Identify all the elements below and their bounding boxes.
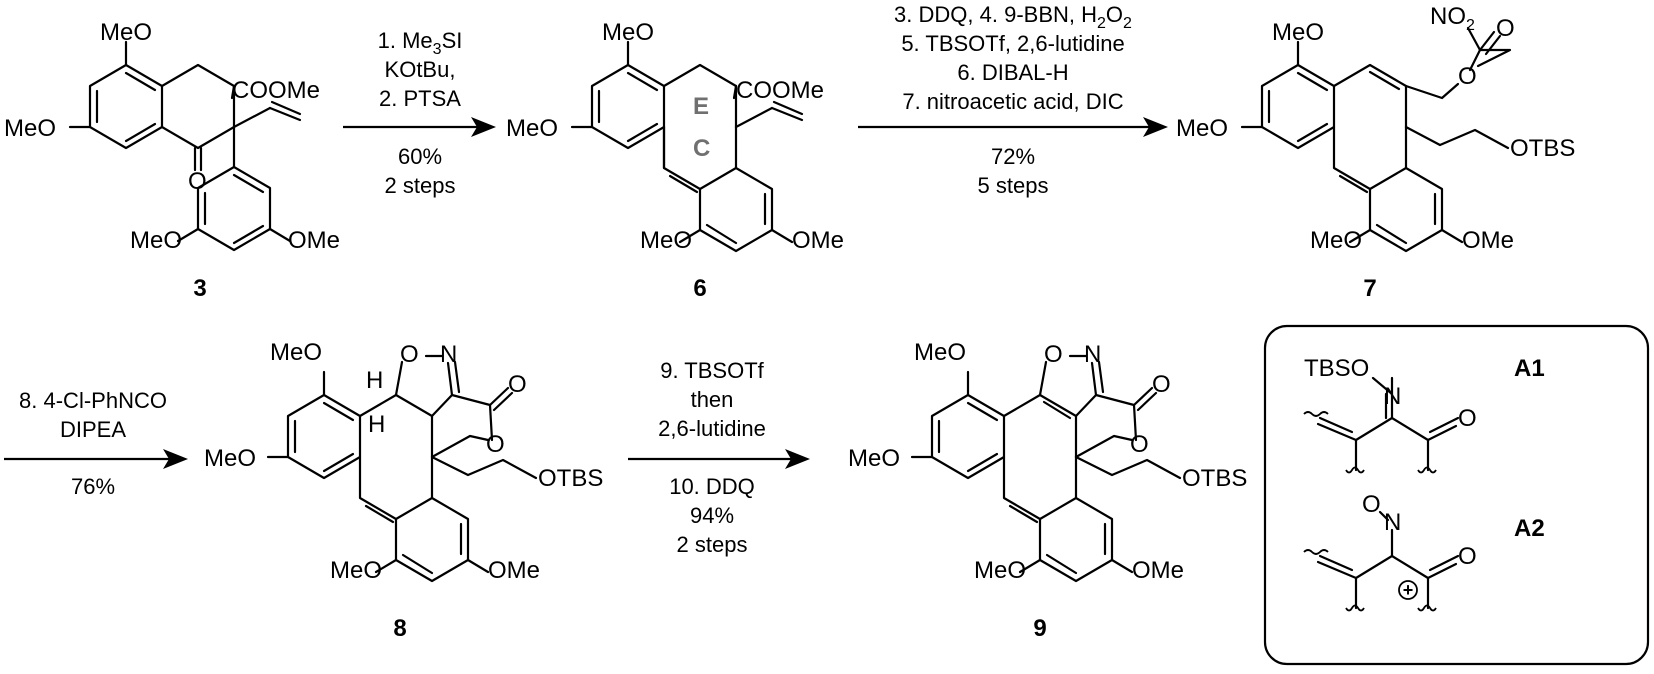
compound-3-carbonyl-o: O <box>188 168 207 195</box>
compound-7-ester-o: O <box>1458 63 1477 90</box>
compound-8-iso-n: N <box>440 341 457 368</box>
compound-8-meo-bottom: MeO <box>330 557 382 584</box>
compound-9-otbs: OTBS <box>1182 465 1247 492</box>
compound-3-label: 3 <box>193 275 206 302</box>
compound-6-ome-top: MeO <box>602 19 654 46</box>
compound-8-label: 8 <box>393 615 406 642</box>
a1-tbso: TBSO <box>1304 355 1369 382</box>
intermediate-a2: + O N O A2 <box>1303 491 1545 612</box>
arrow3-reagent-1: 8. 4-Cl-PhNCO <box>19 388 167 413</box>
arrow4-yield: 94% <box>690 503 734 528</box>
compound-8-h1: H <box>366 367 383 394</box>
compound-9-meo-bottom: MeO <box>974 557 1026 584</box>
intermediate-a1: TBSO N O A1 <box>1303 355 1545 474</box>
compound-8-ome-top: MeO <box>270 339 322 366</box>
compound-8-h2: H <box>368 411 385 438</box>
compound-9-meo-left: MeO <box>848 445 900 472</box>
arrow4-reagent-3: 2,6-lutidine <box>658 416 766 441</box>
compound-8-meo-left: MeO <box>204 445 256 472</box>
ring-e-label: E <box>693 93 709 120</box>
a2-charge: + <box>1403 580 1414 600</box>
arrow2-line4: 7. nitroacetic acid, DIC <box>902 89 1123 114</box>
a2-charge-circle <box>1398 580 1418 600</box>
arrow3-reagent-2: DIPEA <box>60 417 126 442</box>
arrow-step-9-10: 9. TBSOTf then 2,6-lutidine 10. DDQ 94% … <box>628 358 810 557</box>
compound-9-ome-bottom: OMe <box>1132 557 1184 584</box>
intermediates-box: TBSO N O A1 + O N O A2 <box>1263 324 1650 666</box>
compound-8-ome-bottom: OMe <box>488 557 540 584</box>
compound-7-structure: MeO MeO NO2 O O OTBS MeO OMe 7 <box>1176 3 1575 302</box>
compound-6-structure: MeO MeO COOMe MeO OMe E C 6 <box>506 19 844 302</box>
arrow2-yield: 72% <box>991 144 1035 169</box>
a1-n: N <box>1384 383 1401 410</box>
arrow4-reagent-1: 9. TBSOTf <box>660 358 764 383</box>
compound-6-ome-bottom: OMe <box>792 227 844 254</box>
compound-7-no2: NO2 <box>1430 3 1475 34</box>
arrow2-line3: 6. DIBAL-H <box>957 60 1068 85</box>
compound-7-otbs: OTBS <box>1510 135 1575 162</box>
compound-9-carbonyl-o: O <box>1152 371 1171 398</box>
arrow1-reagent-kotbu: KOtBu, <box>385 57 456 82</box>
compound-8-structure: MeO MeO H H O N O O OTBS MeO OMe 8 <box>204 339 603 642</box>
compound-3-meo-bottom: MeO <box>130 227 182 254</box>
compound-8-ester-o: O <box>486 431 505 458</box>
ring-c-label: C <box>693 135 710 162</box>
compound-3-structure: MeO MeO O COOMe MeO OMe 3 <box>4 19 340 302</box>
arrow-step-1-2: 1. Me3SI KOtBu, 2. PTSA 60% 2 steps <box>343 28 496 198</box>
compound-8-iso-o: O <box>400 341 419 368</box>
a1-label: A1 <box>1514 355 1545 382</box>
arrow1-yield: 60% <box>398 144 442 169</box>
compound-9-ome-top: MeO <box>914 339 966 366</box>
arrow1-reagent-ptsa: 2. PTSA <box>379 86 461 111</box>
compound-9-label: 9 <box>1033 615 1046 642</box>
compound-9-iso-o: O <box>1044 341 1063 368</box>
compound-3-meo-left: MeO <box>4 115 56 142</box>
compound-6-label: 6 <box>693 275 706 302</box>
compound-3-ome-top: MeO <box>100 19 152 46</box>
compound-9-structure: MeO MeO O N O O OTBS MeO OMe 9 <box>848 339 1247 642</box>
compound-7-meo-left: MeO <box>1176 115 1228 142</box>
arrow4-steps: 2 steps <box>677 532 748 557</box>
compound-7-carbonyl-o: O <box>1496 15 1515 42</box>
arrow4-reagent-2: then <box>691 387 734 412</box>
compound-3-ome-bottom: OMe <box>288 227 340 254</box>
compound-6-meo-bottom: MeO <box>640 227 692 254</box>
arrow2-line1: 3. DDQ, 4. 9-BBN, H2O2 <box>894 2 1132 32</box>
arrow1-me3si: 1. Me3SI <box>378 28 463 58</box>
compound-7-label: 7 <box>1363 275 1376 302</box>
compound-6-coome: COOMe <box>736 77 824 104</box>
compound-8-carbonyl-o: O <box>508 371 527 398</box>
arrow4-reagent-4: 10. DDQ <box>669 474 755 499</box>
a2-n: N <box>1384 509 1401 536</box>
arrow-step-8: 8. 4-Cl-PhNCO DIPEA 76% <box>4 388 188 499</box>
a1-o: O <box>1458 405 1477 432</box>
compound-3-coome: COOMe <box>232 77 320 104</box>
compound-7-ome-bottom: OMe <box>1462 227 1514 254</box>
compound-8-otbs: OTBS <box>538 465 603 492</box>
compound-9-ester-o: O <box>1130 431 1149 458</box>
a2-carbonyl-o: O <box>1458 543 1477 570</box>
arrow2-line2: 5. TBSOTf, 2,6-lutidine <box>901 31 1124 56</box>
compound-6-meo-left: MeO <box>506 115 558 142</box>
arrow3-yield: 76% <box>71 474 115 499</box>
compound-7-ome-top: MeO <box>1272 19 1324 46</box>
arrow1-steps: 2 steps <box>385 173 456 198</box>
arrow2-steps: 5 steps <box>978 173 1049 198</box>
a2-o: O <box>1362 491 1381 518</box>
arrow-step-3-7: 3. DDQ, 4. 9-BBN, H2O2 5. TBSOTf, 2,6-lu… <box>858 2 1168 198</box>
compound-7-meo-bottom: MeO <box>1310 227 1362 254</box>
compound-9-iso-n: N <box>1084 341 1101 368</box>
a2-label: A2 <box>1514 515 1545 542</box>
